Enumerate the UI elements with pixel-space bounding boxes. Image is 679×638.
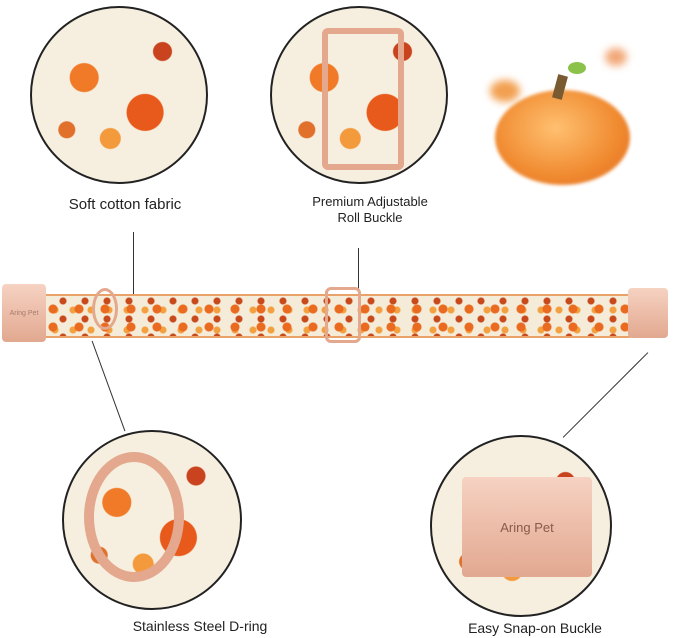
callout-line-roll-buckle	[358, 248, 359, 290]
roll-buckle-closeup-image	[270, 6, 448, 184]
blurred-leaf	[490, 80, 520, 102]
pumpkin-leaf	[568, 62, 586, 74]
collar-buckle-right	[628, 288, 668, 338]
fabric-closeup-image	[30, 6, 208, 184]
fabric-label: Soft cotton fabric	[68, 196, 182, 213]
buckle-brand-text: Aring Pet	[9, 309, 39, 317]
snap-buckle-label: Easy Snap-on Buckle	[468, 620, 602, 636]
roll-buckle-label: Premium Adjustable Roll Buckle	[280, 194, 460, 226]
closeup-buckle-brand-text: Aring Pet	[500, 519, 554, 535]
d-ring-label: Stainless Steel D-ring	[132, 618, 268, 634]
roll-buckle	[325, 287, 361, 343]
dog-collar	[40, 294, 630, 338]
d-ring	[92, 288, 118, 330]
callout-line-snap-buckle	[562, 352, 649, 438]
callout-line-fabric	[133, 232, 134, 302]
snap-buckle-closeup-image: Aring Pet	[430, 435, 612, 617]
roll-buckle-label-line1: Premium Adjustable	[312, 194, 428, 209]
callout-line-d-ring	[91, 340, 126, 432]
collar-buckle-left: Aring Pet	[2, 284, 46, 342]
pumpkin-image	[495, 90, 630, 185]
roll-buckle-label-line2: Roll Buckle	[337, 210, 403, 225]
d-ring-closeup-image	[62, 430, 242, 610]
blurred-leaf	[605, 48, 627, 66]
